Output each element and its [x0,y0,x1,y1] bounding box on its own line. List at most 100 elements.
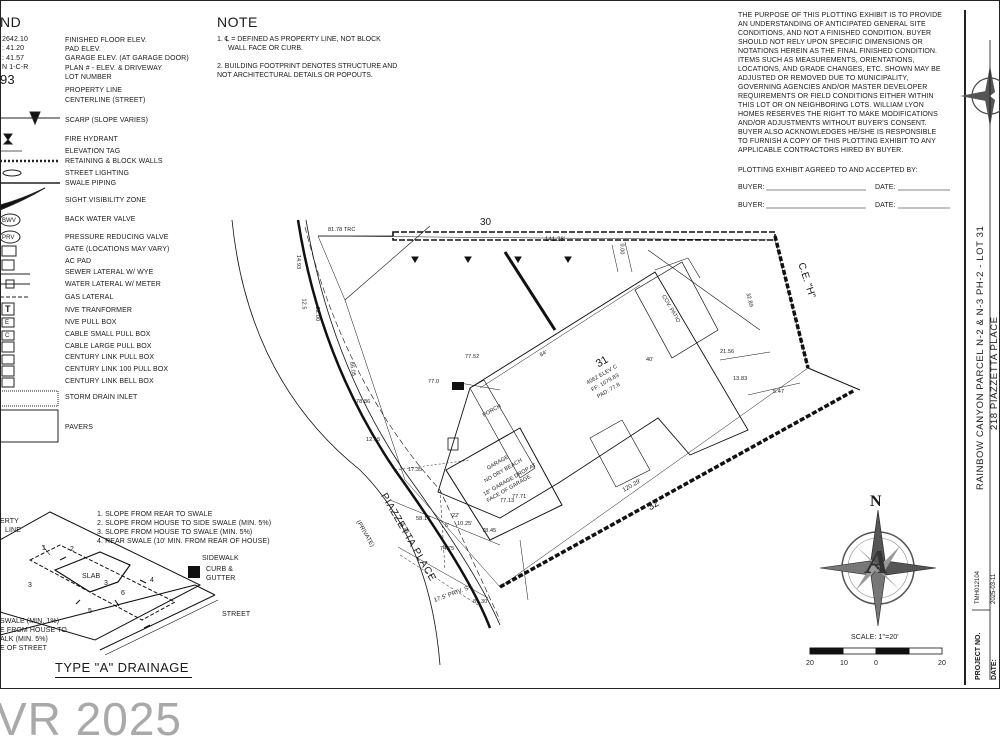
nve-box-label: E [5,320,10,326]
dim-label: 74.75 [440,546,455,552]
buyer-label-1: BUYER: [738,184,765,191]
disclaimer-line: SHOULD NOT RELY UPON SPECIFIC DIMENSIONS… [738,39,923,46]
dim-label: 5' [445,523,450,529]
garage-outline [445,427,563,541]
drainage-note: 1. SLOPE FROM REAR TO SWALE [97,511,213,518]
legend-elev-1: 2642.10 [2,36,29,43]
dim-label: 40' [646,357,654,363]
drainage-bottom-note: SWALE (MIN. 1%) [0,618,60,625]
drainage-lot [0,511,202,641]
legend-item: CABLE SMALL PULL BOX [65,331,151,338]
legend-item: FINISHED FLOOR ELEV. [65,37,147,44]
ac-pad-symbol [1,259,15,271]
disclaimer-line: THIS LOT OR ON NEIGHBORING LOTS. WILLIAM… [738,102,924,109]
dim-label: 78.45 [482,528,497,534]
title-line-2: 218 PIAZZETTA PLACE [989,316,1000,430]
disclaimer-line: GOVERNING AGENCIES AND/OR MASTER DEVELOP… [738,84,928,91]
dim-label: 12.15 [366,437,381,443]
lot-boundary [317,235,809,588]
drainage-title: TYPE "A" DRAINAGE [55,660,189,675]
project-no-value: TMH012104 [975,570,981,604]
dim-label: 0.00 [618,243,625,255]
cov-patio-outline [634,261,719,359]
legend-item: ELEVATION TAG [65,148,121,155]
buyer-label-2: BUYER: [738,202,765,209]
legend-item: RETAINING & BLOCK WALLS [65,158,163,165]
gate-symbol [1,245,17,257]
dim-label: 14.93 [295,254,302,270]
curb-label-2: GUTTER [206,575,236,582]
legend-elev-2: : 41.20 [2,45,25,52]
building-footprint [437,271,749,519]
top-dim: 141.28' [545,237,566,243]
legend-item: CENTERLINE (STREET) [65,97,146,104]
street-edge-inner [305,219,501,626]
north-arrow [819,509,937,627]
scale-bar [809,647,943,655]
sight-zone-symbol [0,187,46,211]
sidewalk-label: SIDEWALK [202,555,239,562]
drainage-diagram [0,511,219,656]
lot30-wall [392,231,776,241]
drainage-note: 4. REAR SWALE (10' MIN. FROM REAR OF HOU… [97,538,270,545]
prv-label: PRV [2,235,15,241]
date-label-1: DATE: [875,184,896,191]
ac-pad-mark [452,382,464,390]
legend-item: FIRE HYDRANT [65,136,118,143]
watermark: VR 2025 [0,693,183,745]
drainage-num: 1 [42,545,46,552]
disclaimer-line: ADJUSTED OR REMOVED DUE TO MUNICIPALITY, [738,75,909,82]
title-line-1: RAINBOW CANYON PARCEL N-2 & N-3 PH-2 - L… [975,225,986,490]
transformer-label: T [5,304,11,314]
street-edge-thick [296,219,492,629]
disclaimer-line: LOCATIONS, AND GRADE CHANGES, ETC. SHOWN… [738,66,941,73]
legend-item: SEWER LATERAL W/ WYE [65,269,154,276]
drainage-num: 3 [104,580,108,587]
scale-label: SCALE: 1"=20' [851,634,899,641]
note-2a: 2. BUILDING FOOTPRINT DENOTES STRUCTURE … [217,63,398,70]
street-edge-outer [231,219,441,666]
bwv-symbol [0,213,21,227]
curb-label-1: CURB & [206,566,234,573]
legend-item: CENTURY LINK PULL BOX [65,354,155,361]
dim-label: 77.0 [428,379,440,385]
title-block-lines [972,40,991,680]
disclaimer-line: REQUIREMENTS OR FIELD CONDITIONS EITHER … [738,93,934,100]
dim-label: 22.00 [314,306,321,322]
acceptance-heading: PLOTTING EXHIBIT AGREED TO AND ACCEPTED … [738,167,918,174]
drainage-note: 3. SLOPE FROM HOUSE TO SWALE (MIN. 5%) [97,529,253,536]
legend-item: NVE TRANFORMER [65,307,132,314]
street-centerline [304,226,501,621]
legend-item: LOT NUMBER [65,74,112,81]
legend-elev-5: 93 [0,72,15,87]
dim-label: 22' [452,513,460,519]
drainage-bottom-note: ALK (MIN. 5%) [0,636,48,643]
street-label: STREET [222,611,251,618]
dim-label: 81.30 [473,599,488,605]
note-title: NOTE [217,14,258,30]
swale-line [503,251,557,331]
compass-logo: A [866,544,889,581]
disclaimer-line: AN UNDERSTANDING OF ANTICIPATED GENERAL … [738,21,926,28]
dim-label: 21.56 [720,349,735,355]
project-no-label: PROJECT NO. [975,632,982,680]
legend-item: PAD ELEV. [65,46,101,53]
legend-elev-3: : 41.57 [2,55,25,62]
drainage-num: 2 [70,546,74,553]
lot32-wall [499,388,856,589]
legend-item: BACK WATER VALVE [65,216,136,223]
legend-item: GATE (LOCATIONS MAY VARY) [65,246,170,253]
property-line-label-2: LINE [5,527,21,534]
acceptance-lines [766,189,950,209]
bwv-label: BWV [2,218,16,224]
slab-label: SLAB [82,573,101,580]
note-2b: NOT ARCHITECTURAL DETAILS OR POPOUTS. [217,72,373,79]
dim-label: 77.71 [512,494,527,500]
dim-label: 5.47 [773,389,785,395]
dim-label: 13.83 [733,376,748,382]
drainage-num: 5 [88,608,92,615]
lot-30-label: 30 [480,217,492,228]
disclaimer-line: APPLICABLE CONTRACTORS HIRED BY BUYER. [738,147,904,154]
disclaimer-line: TO FURNISH A COPY OF THIS PLOTTING EXHIB… [738,138,936,145]
